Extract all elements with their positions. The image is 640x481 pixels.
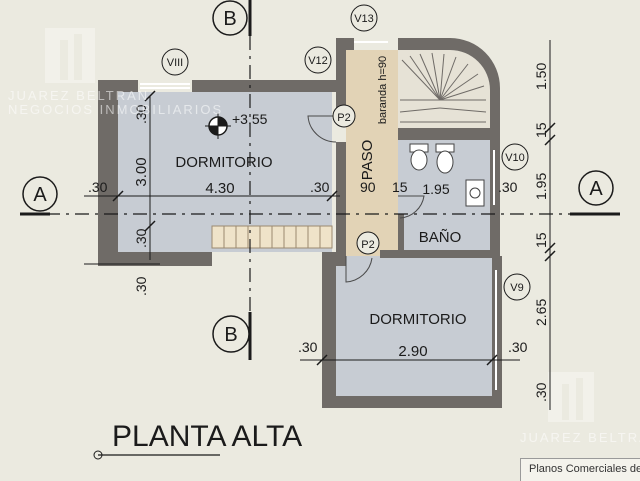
bathroom-fixtures: [409, 143, 485, 207]
dim-top-wall: .30: [133, 104, 149, 124]
section-lines: [46, 36, 600, 312]
window-tag-v13-label: V13: [354, 13, 374, 25]
dim-partition-bottom: 15: [533, 232, 549, 248]
bedroom2-width: 2.90: [398, 343, 427, 360]
plan-title: PLANTA ALTA: [112, 420, 302, 453]
section-a-right-bubble: [578, 170, 614, 206]
section-a-left-label: A: [33, 184, 47, 206]
section-b-bottom-bubble: [212, 315, 250, 353]
staircase: [399, 52, 487, 123]
section-b-top-label: B: [223, 8, 236, 30]
window-tag-v10: [501, 143, 529, 171]
door-tag-2: [356, 231, 380, 255]
door-tag-2-label: P2: [361, 239, 374, 251]
window-tag-v12: [304, 46, 332, 74]
level-label: +3.55: [232, 111, 268, 127]
hall-floor: [346, 50, 398, 256]
watermark-logo-top: [45, 28, 95, 83]
bathroom-name: BAÑO: [419, 229, 462, 246]
bedroom1-width: 4.30: [205, 180, 234, 197]
dim-partition: 15: [392, 179, 408, 195]
dim-bath-depth: 1.95: [533, 173, 549, 200]
window-tag-v10-label: V10: [505, 152, 525, 164]
door-swings: [307, 115, 425, 283]
watermark-logo-bottom: [548, 372, 594, 422]
window-tag-v12-label: V12: [308, 55, 328, 67]
level-marker: [205, 113, 231, 139]
watermark-sub: NEGOCIOS INMOBILIARIOS: [8, 102, 223, 117]
dim-partition-top: 15: [533, 122, 549, 138]
door-tag-1: [332, 104, 356, 128]
dim-bath-wall: .30: [498, 179, 518, 195]
section-b-bottom-label: B: [224, 324, 237, 346]
railing-note: baranda h=90: [377, 56, 389, 124]
windows-glazing: [140, 41, 497, 390]
window-tag-v13: [350, 4, 378, 32]
dim-bed2-right: .30: [508, 339, 528, 355]
bedroom2-name: DORMITORIO: [369, 311, 466, 328]
dimension-ticks: [112, 90, 556, 366]
dim-bed2-depth: 2.65: [533, 299, 549, 326]
section-a-left-bubble: [22, 176, 58, 212]
bedroom2-floor: [336, 256, 492, 396]
window-tag-viii: [161, 48, 189, 76]
dim-stair-depth: 1.50: [533, 63, 549, 90]
section-a-right-label: A: [589, 178, 603, 200]
footer-caption: Planos Comerciales de: [520, 458, 640, 481]
bathroom-width: 1.95: [422, 181, 449, 197]
dimension-lines: [84, 40, 551, 410]
dim-left-wall: .30: [88, 179, 108, 195]
window-tag-viii-label: VIII: [167, 57, 184, 69]
dim-hall: 90: [360, 179, 376, 195]
watermark-top: JUAREZ BELTRAN: [8, 88, 149, 103]
door-tag-1-label: P2: [337, 112, 350, 124]
dim-bottom-wall: .30: [133, 228, 149, 248]
dim-exterior: .30: [133, 276, 149, 296]
lower-stair: [211, 225, 333, 249]
dim-bed2-left: .30: [298, 339, 318, 355]
dim-right-wall: .30: [310, 179, 330, 195]
window-tag-v9-label: V9: [510, 282, 523, 294]
bedroom1-name: DORMITORIO: [175, 154, 272, 171]
title-bullet: [93, 450, 103, 460]
hall-name: PASO: [359, 140, 376, 181]
bedroom1-depth: 3.00: [133, 157, 150, 186]
window-tag-v9: [503, 273, 531, 301]
section-b-top-bubble: [212, 0, 248, 36]
watermark-bottom: JUAREZ BELTRAN: [520, 430, 640, 445]
dim-bottom-exterior: .30: [533, 382, 549, 402]
